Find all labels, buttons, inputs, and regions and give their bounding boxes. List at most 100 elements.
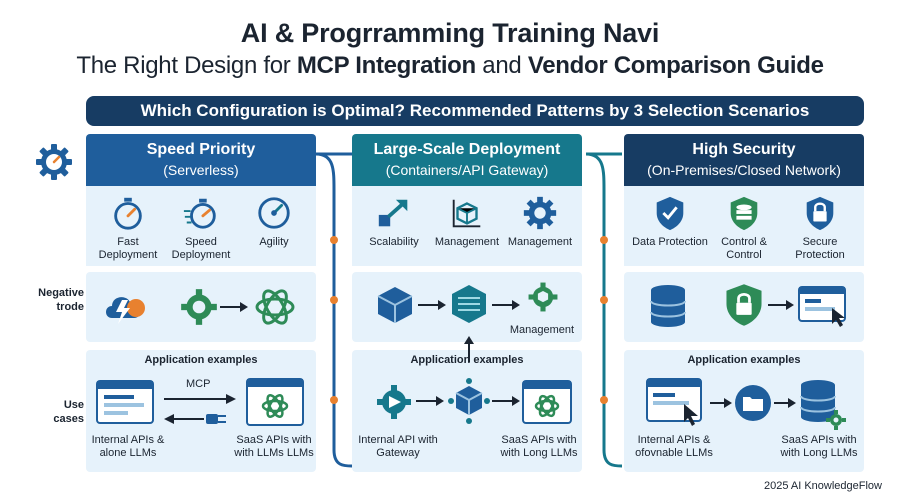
arrow-right-icon [220,302,248,312]
database-icon [800,380,846,430]
feature-item: Data Protection [632,194,708,249]
negative-trade-panel [624,272,864,342]
feature-item: Control & Control [706,194,782,262]
subtitle-pre: The Right Design for [76,52,297,79]
window-icon [646,378,702,426]
cube-icon [452,199,481,228]
column-title: Speed Priority [146,141,256,158]
subtitle-bold-mcp: MCP Integration [296,52,476,79]
lock-shield-icon [806,196,834,231]
scenario-banner: Which Configuration is Optimal? Recommen… [86,96,864,126]
stopwatch-icon [183,198,216,229]
shield-icon [656,196,684,231]
window-icon [246,378,304,426]
database-shield-icon [730,196,758,231]
gear-icon [181,289,217,325]
app-examples-title: Application examples [144,354,258,366]
features-panel: Fast Deployment Speed Deployment Agility [86,186,316,266]
arrow-right-icon [416,396,444,406]
column-header: High Security (On-Premises/Closed Networ… [624,134,864,186]
side-label-negative-1: Negative [38,287,84,299]
column-subtitle: (Containers/API Gateway) [385,162,549,178]
app-right-label: SaaS APIs with with LLMs LLMs [234,434,314,459]
app-examples-title: Application examples [687,354,801,366]
side-label-use-1: Use [63,399,84,411]
column-speed-priority: Speed Priority (Serverless) Fast Deploym… [86,134,316,472]
subtitle-bold-vendor: Vendor Comparison Guide [527,52,824,79]
feature-item: Management [502,194,578,249]
feature-item: Management [429,194,505,249]
arrow-right-icon [774,398,796,408]
feature-item: Agility [236,194,312,249]
features-panel: Data Protection Control & Control Secure… [624,186,864,266]
mcp-label: MCP [186,378,211,390]
window-icon [798,286,846,327]
arrow-right-icon [768,300,794,310]
column-subtitle: (On-Premises/Closed Network) [647,162,841,178]
column-title: High Security [692,141,796,158]
feature-label: Management [507,236,573,248]
app-right-label: SaaS APIs with with Long LLMs [500,434,578,459]
app-examples-title: Application examples [410,354,524,366]
subtitle-mid: and [475,52,528,79]
gear-icon [36,144,72,180]
container-icon [452,285,486,323]
connector-right [585,152,623,468]
stopwatch-icon [114,197,142,230]
arrow-up-icon [378,199,408,227]
side-label-negative: Negative trode [24,286,84,314]
window-icon [522,380,572,424]
app-left-label: Internal APIs & ofovnable LLMs [635,434,713,459]
plug-icon [164,414,226,424]
bolt-cloud-icon [106,297,145,324]
column-header: Speed Priority (Serverless) [86,134,316,186]
feature-label: Speed Deployment [171,236,231,261]
database-icon [650,285,686,327]
side-label-usecases: Use cases [24,398,84,426]
arrow-right-icon [492,300,520,310]
folder-icon [735,385,771,421]
ai-knot-icon [255,289,295,325]
use-cases-panel: Application examples [352,336,582,472]
cube-icon [377,287,413,323]
footer-credit: 2025 AI KnowledgeFlow [763,480,882,492]
column-high-security: High Security (On-Premises/Closed Networ… [624,134,864,472]
gauge-icon [258,197,290,229]
gear-icon [523,196,557,230]
arrow-right-icon [418,300,446,310]
feature-item: Fast Deployment [90,194,166,262]
page-title: AI & Progrramming Training Navi [240,18,660,48]
features-panel: Scalability Management Manageme [352,186,582,266]
window-icon [96,380,154,424]
feature-label: Control & Control [721,236,767,261]
column-header: Large-Scale Deployment (Containers/API G… [352,134,582,186]
feature-label: Data Protection [632,236,708,248]
arrow-right-icon [164,394,236,404]
feature-label: Fast Deployment [98,236,158,261]
connector-left [315,152,353,468]
page-subtitle: The Right Design for MCP Integration and… [0,52,900,80]
feature-item: Speed Deployment [163,194,239,262]
feature-label: Scalability [369,236,419,248]
app-left-label: Internal API with Gateway [358,434,438,459]
feature-item: Secure Protection [782,194,858,262]
feature-label: Secure Protection [795,236,845,261]
arrow-right-icon [492,396,520,406]
lock-shield-icon [726,284,762,326]
gear-cube-icon [528,282,558,312]
arrow-right-icon [710,398,732,408]
mid-management-label: Management [509,324,575,336]
app-left-label: Internal APIs & alone LLMs [91,434,165,459]
feature-label: Management [434,236,500,248]
column-title: Large-Scale Deployment [373,141,561,158]
feature-label: Agility [259,236,289,248]
column-large-scale: Large-Scale Deployment (Containers/API G… [352,134,582,472]
negative-trade-panel: Management [352,272,582,342]
column-subtitle: (Serverless) [163,162,239,178]
gateway-icon [377,385,411,419]
side-label-use-2: cases [53,413,84,425]
arrow-up-icon [464,336,474,362]
use-cases-panel: Application examples MCP Internal APIs &… [86,350,316,472]
use-cases-panel: Application examples [624,350,864,472]
hub-cube-icon [448,378,490,424]
